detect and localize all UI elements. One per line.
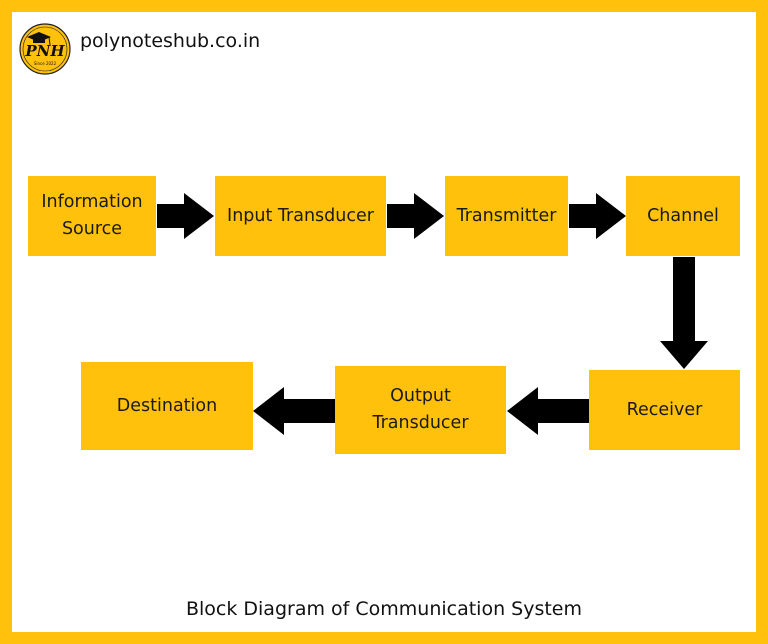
block-input-transducer: Input Transducer	[215, 176, 386, 256]
svg-text:Since 2022: Since 2022	[34, 61, 57, 66]
block-transmitter: Transmitter	[445, 176, 568, 256]
pnh-logo: PNH Since 2022	[19, 23, 71, 75]
diagram-caption: Block Diagram of Communication System	[185, 598, 583, 620]
site-url: polynoteshub.co.in	[80, 30, 261, 52]
arrow-right-icon	[387, 193, 444, 239]
arrow-right-icon	[157, 193, 214, 239]
svg-text:PNH: PNH	[24, 42, 65, 60]
arrow-right-icon	[569, 193, 626, 239]
block-information-source: Information Source	[28, 176, 156, 256]
arrow-down-icon	[660, 257, 708, 369]
diagram-canvas	[12, 12, 756, 632]
block-destination: Destination	[81, 362, 253, 450]
arrow-left-icon	[507, 387, 589, 435]
block-receiver: Receiver	[589, 370, 740, 450]
arrow-left-icon	[253, 387, 335, 435]
block-output-transducer: Output Transducer	[335, 366, 506, 454]
block-channel: Channel	[626, 176, 740, 256]
